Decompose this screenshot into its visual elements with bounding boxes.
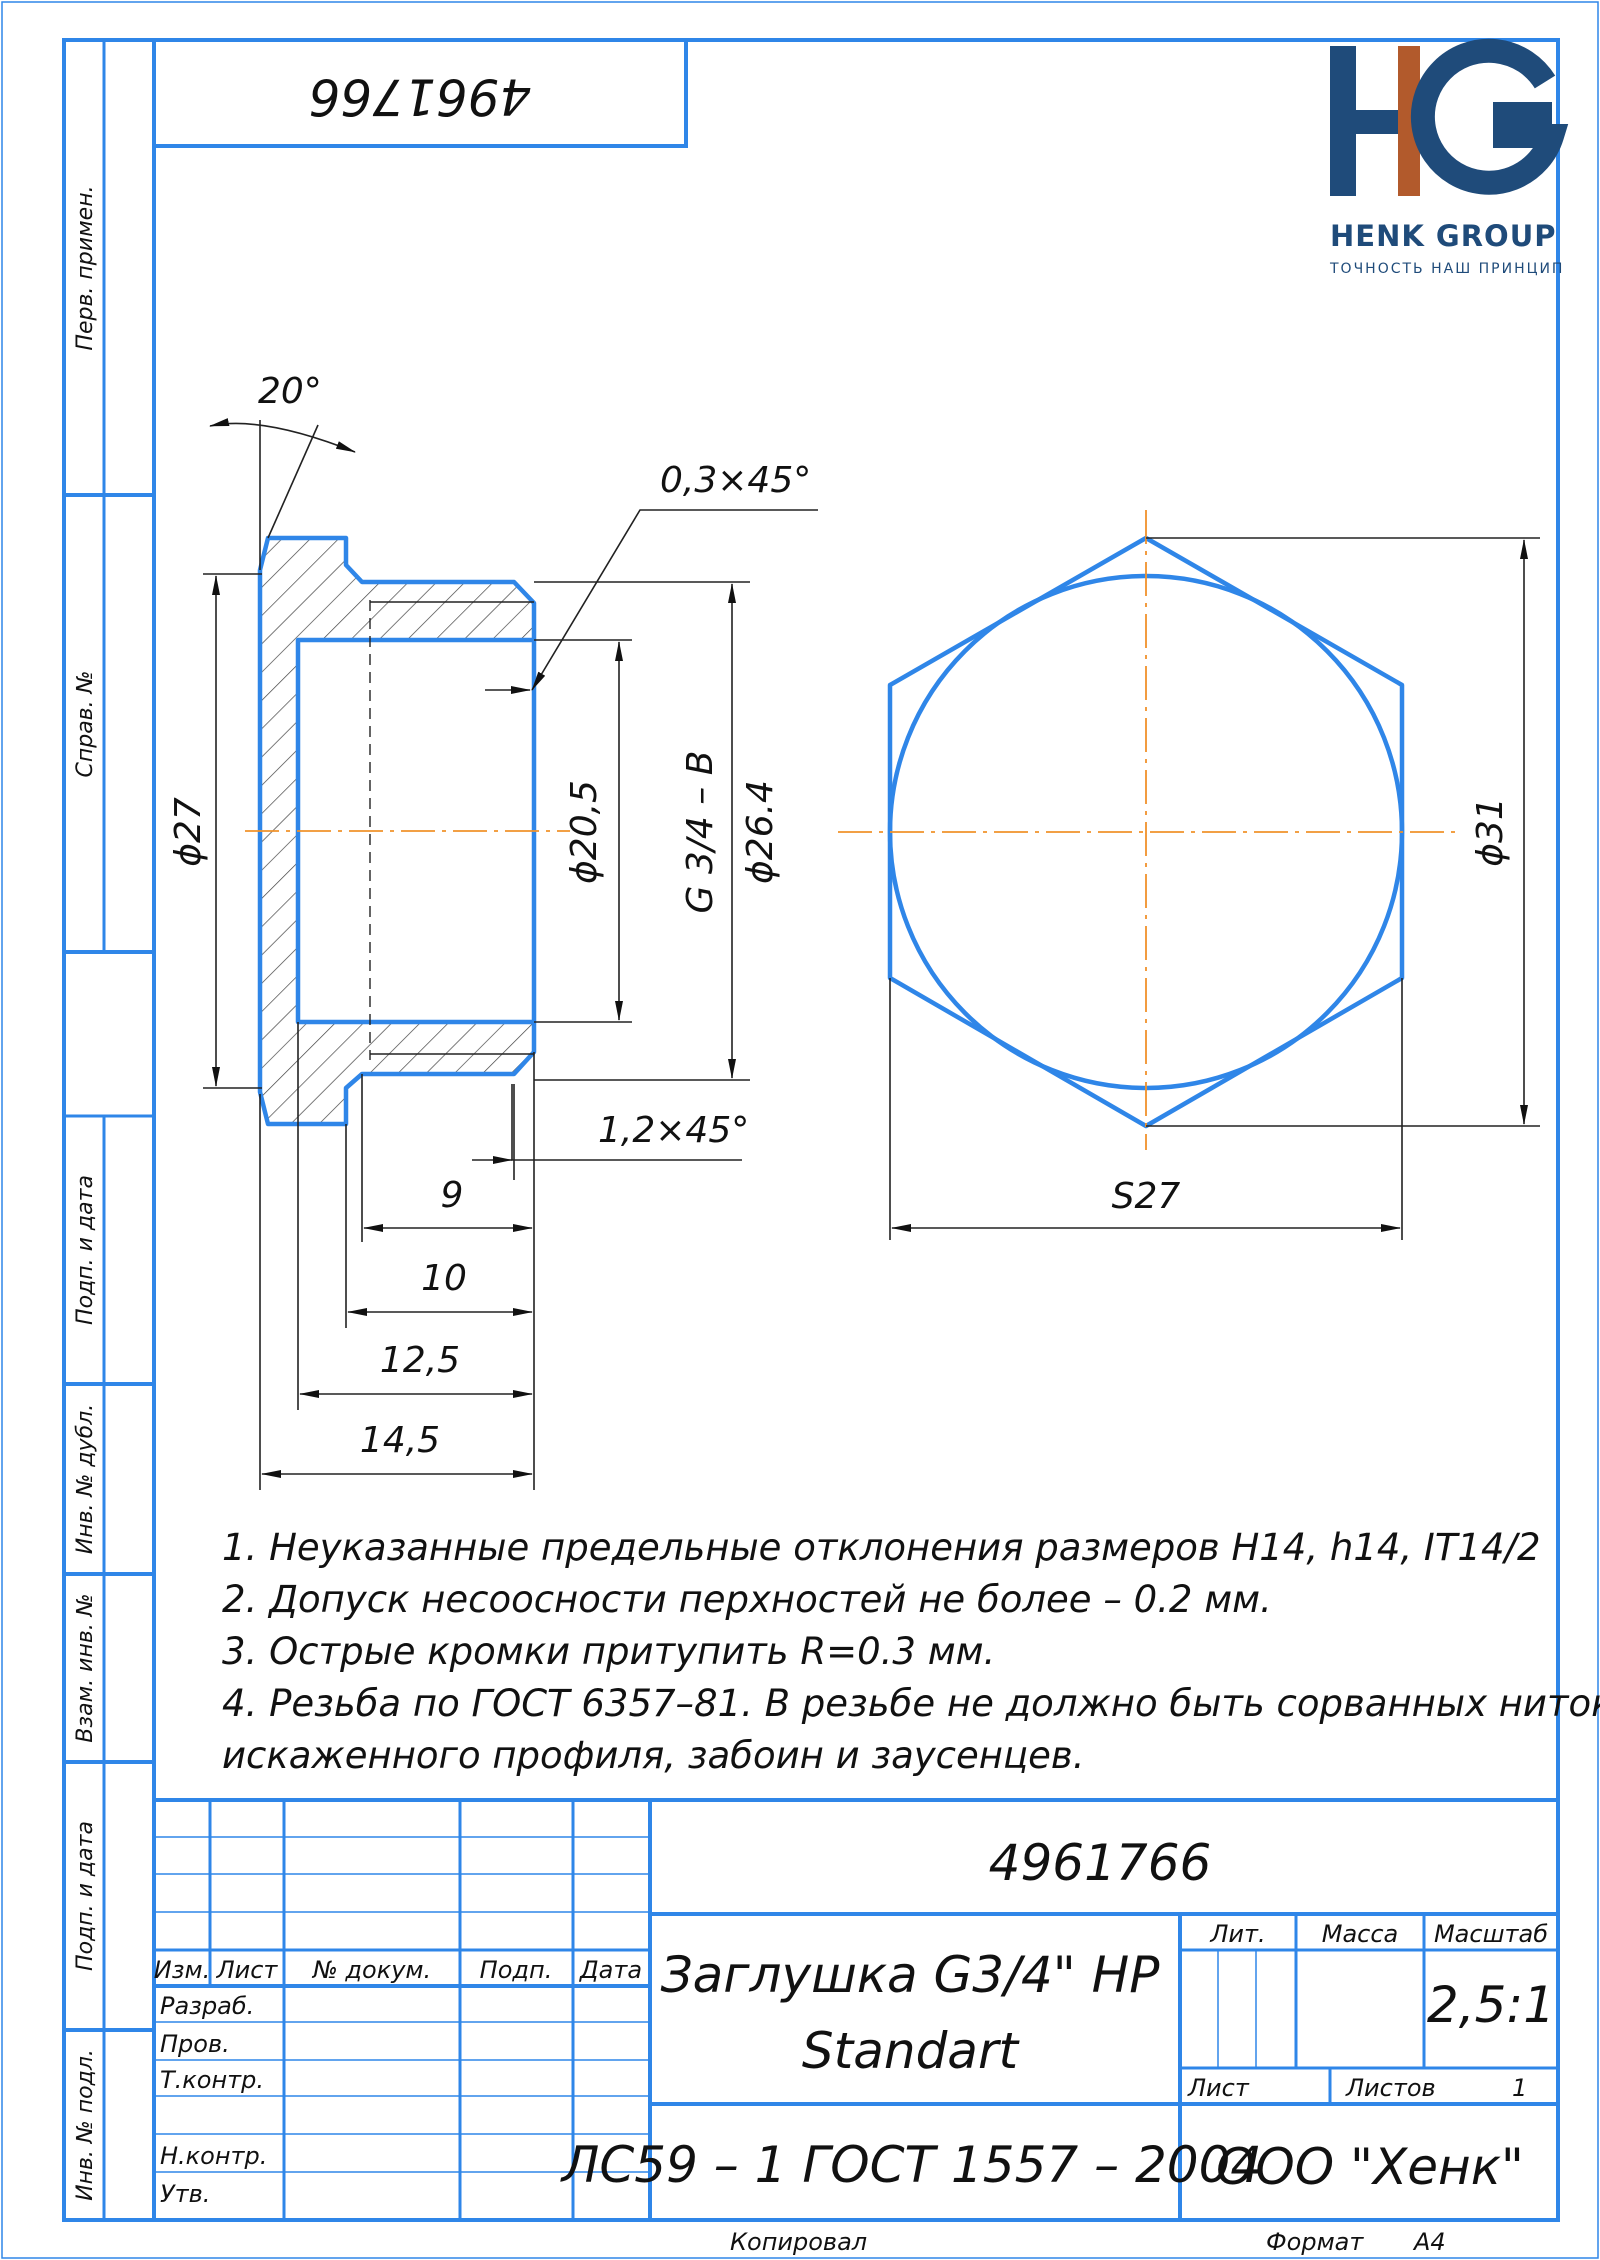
angle-arc (209, 418, 356, 453)
len-9-label: 9 (441, 1175, 464, 1216)
side-label-podp-data-2: Подп. и дата (73, 1821, 98, 1971)
footer-copied: Копировал (730, 2228, 867, 2256)
title-designation: 4961766 (989, 1834, 1212, 1892)
side-label-vzam-inv: Взам. инв. № (73, 1593, 98, 1742)
scale-value: 2,5:1 (1427, 1976, 1555, 2034)
note-4: 4. Резьба по ГОСТ 6357–81. В резьбе не д… (222, 1682, 1600, 1725)
hex-view: ϕ31 S27 (838, 510, 1540, 1240)
angle-leader-inclined (267, 424, 319, 539)
dia-31-label: ϕ31 (1470, 797, 1511, 867)
note-2: 2. Допуск несоосности перхностей не боле… (222, 1578, 1272, 1621)
section-dimensions: 20° 0,3×45° ϕ27 ϕ20,5 G 3/4 – B ϕ26.4 1,… (168, 371, 818, 1490)
dia-26-4-label: ϕ26.4 (740, 780, 781, 884)
rotated-doc-number: 4961766 (309, 68, 532, 126)
footer-format-label: Формат (1266, 2228, 1364, 2256)
footer: Копировал Формат А4 (730, 2228, 1446, 2256)
col-docum: № докум. (311, 1956, 431, 1984)
note-4-continuation: искаженного профиля, забоин и заусенцев. (222, 1734, 1084, 1777)
label-sheet: Лист (1187, 2074, 1250, 2102)
col-izm: Изм. (154, 1956, 210, 1984)
side-labels: Перв. примен. Справ. № Подп. и дата Инв.… (73, 185, 98, 2200)
row-prov: Пров. (160, 2030, 230, 2058)
row-tkontr: Т.контр. (160, 2066, 264, 2094)
sheets-count: 1 (1512, 2074, 1527, 2102)
dia-20-5-label: ϕ20,5 (564, 780, 605, 884)
len-10-label: 10 (421, 1258, 467, 1299)
col-podp: Подп. (480, 1956, 553, 1984)
footer-format-value: А4 (1412, 2228, 1446, 2256)
henk-group-logo: HENK GROUP ТОЧНОСТЬ НАШ ПРИНЦИП (1329, 38, 1569, 277)
header-lit: Лит. (1209, 1920, 1265, 1948)
thread-label: G 3/4 – B (680, 751, 721, 914)
label-sheets: Листов (1345, 2074, 1436, 2102)
hex-s27-label: S27 (1112, 1176, 1181, 1217)
logo-h-left-bar (1330, 46, 1356, 196)
side-label-perv-primen: Перв. примен. (73, 185, 98, 350)
side-label-inv-podl: Инв. № подл. (73, 2049, 98, 2201)
note-1: 1. Неуказанные предельные отклонения раз… (222, 1526, 1541, 1569)
side-label-sprav-no: Справ. № (73, 670, 98, 777)
side-label-podp-data-1: Подп. и дата (73, 1175, 98, 1325)
logo-h-crossbar (1356, 110, 1398, 134)
technical-notes: 1. Неуказанные предельные отклонения раз… (222, 1526, 1600, 1777)
header-masshtab: Масштаб (1434, 1920, 1548, 1948)
row-razrab: Разраб. (160, 1992, 254, 2020)
logo-slogan: ТОЧНОСТЬ НАШ ПРИНЦИП (1329, 261, 1564, 277)
len-12-5-label: 12,5 (380, 1340, 460, 1381)
dia-27-label: ϕ27 (168, 797, 209, 867)
row-nkontr: Н.контр. (160, 2142, 267, 2170)
chamfer-small-leader (531, 509, 818, 691)
chamfer-small-label: 0,3×45° (660, 460, 811, 501)
logo-h-right-bar (1398, 46, 1420, 196)
side-label-inv-dubl: Инв. № дубл. (73, 1404, 98, 1555)
len-14-5-label: 14,5 (360, 1420, 440, 1461)
angle-20-label: 20° (258, 371, 322, 412)
chamfer-large-label: 1,2×45° (598, 1110, 749, 1151)
col-data: Дата (579, 1956, 642, 1984)
title-material: ЛС59 – 1 ГОСТ 1557 – 2004 (560, 2136, 1262, 2194)
header-massa: Масса (1322, 1920, 1399, 1948)
logo-company-name: HENK GROUP (1330, 219, 1557, 253)
note-3: 3. Острые кромки притупить R=0.3 мм. (222, 1630, 995, 1673)
title-name-line2: Standart (802, 2022, 1021, 2080)
section-view (245, 535, 570, 1127)
title-company: ООО "Хенк" (1216, 2138, 1524, 2196)
title-name-line1: Заглушка G3/4" HP (661, 1946, 1161, 2004)
title-block: 4961766 Заглушка G3/4" HP Standart ЛС59 … (154, 1798, 1558, 2220)
col-list: Лист (216, 1956, 279, 1984)
row-utv: Утв. (160, 2180, 210, 2208)
section-hatched-body (260, 538, 534, 1124)
logo-g-shape (1410, 38, 1569, 195)
